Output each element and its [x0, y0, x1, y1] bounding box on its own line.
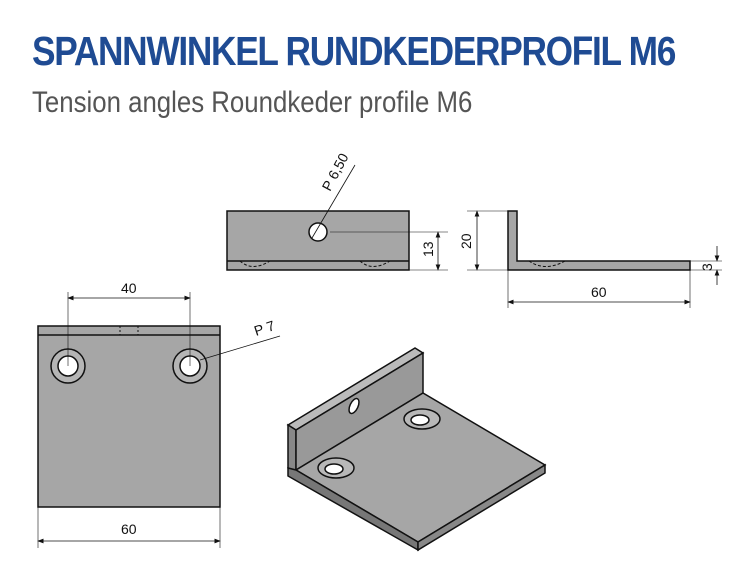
dim-length-side: 60 — [591, 284, 607, 300]
isometric-view — [286, 347, 547, 552]
dim-hole-spacing: 40 — [121, 280, 137, 296]
page-subtitle: Tension angles Roundkeder profile M6 — [32, 86, 473, 119]
dim-hole-small: P 6,50 — [319, 150, 352, 193]
front-view — [226, 164, 448, 271]
dim-thickness: 3 — [699, 263, 715, 271]
dim-height: 20 — [458, 233, 474, 249]
dim-width-top: 60 — [121, 521, 137, 537]
page-title: SPANNWINKEL RUNDKEDERPROFIL M6 — [32, 28, 676, 74]
side-view — [467, 210, 722, 308]
dim-hole-large: P 7 — [252, 317, 277, 339]
dim-height-hole: 13 — [420, 241, 436, 257]
top-view — [37, 292, 281, 548]
